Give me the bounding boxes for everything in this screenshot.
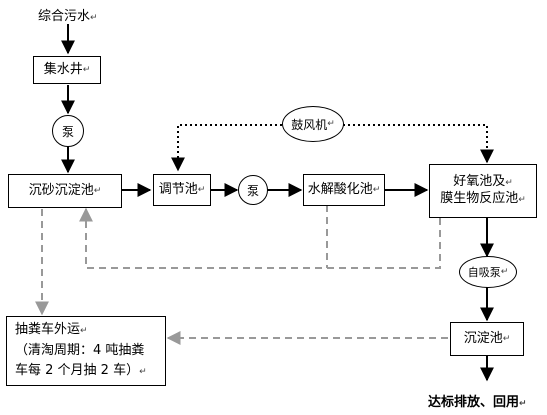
self-priming-pump-circle: 自吸泵↵: [459, 256, 517, 288]
hydrolysis-tank-box: 水解酸化池↵: [303, 174, 385, 206]
grit-settling-box: 沉砂沉淀池↵: [8, 174, 122, 208]
pump-1-circle: 泵: [52, 115, 84, 147]
sludge-return-line: [79, 207, 441, 269]
sedimentation-tank-box: 沉淀池↵: [450, 322, 524, 356]
regulating-tank-box: 调节池↵: [153, 174, 211, 206]
collection-well-box: 集水井↵: [33, 56, 101, 84]
aerobic-mbr-box: 好氧池及↵ 膜生物反应池↵: [429, 164, 537, 218]
blower-circle: 鼓风机↵: [282, 106, 344, 142]
air-line-to-regulating: [171, 124, 282, 172]
pump-2-circle: 泵: [238, 175, 268, 205]
air-line-to-aerobic: [343, 124, 494, 164]
influent-label: 综合污水↵: [38, 9, 98, 24]
effluent-label: 达标排放、回用↵: [428, 395, 527, 410]
sludge-truck-box: 抽粪车外运↵ （清淘周期：4 吨抽粪 车每 2 个月抽 2 车）↵: [6, 316, 166, 386]
